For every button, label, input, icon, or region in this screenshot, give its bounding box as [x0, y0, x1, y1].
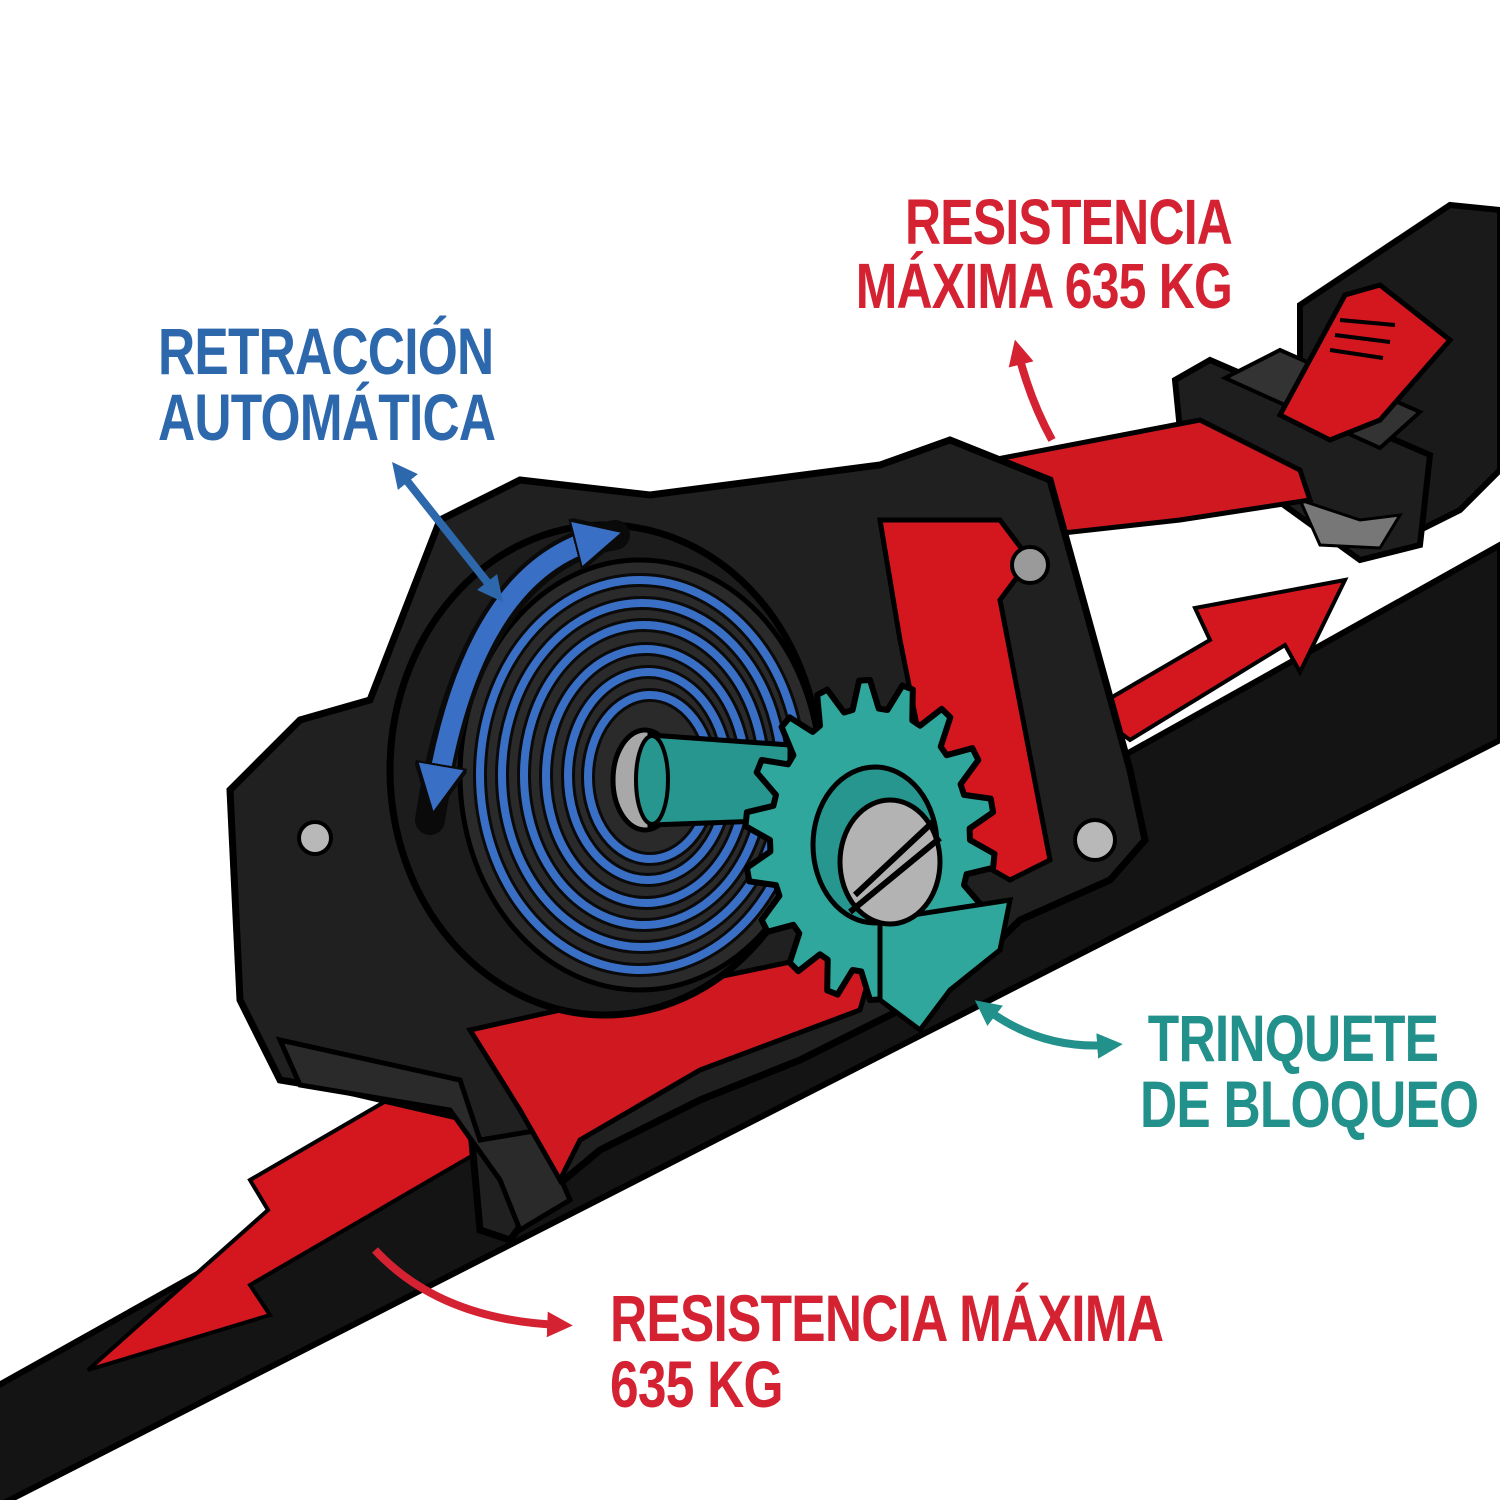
callout-arrow-icon — [1008, 339, 1056, 442]
retraction-label-line2: AUTOMÁTICA — [158, 380, 496, 454]
ratchet-label-line2: DE BLOQUEO — [1140, 1067, 1479, 1141]
callout-arrow-icon — [392, 461, 503, 603]
resistance-bottom-label-line1: RESISTENCIA MÁXIMA — [610, 1281, 1164, 1355]
resistance-bottom-label-line2: 635 KG — [610, 1347, 784, 1421]
resistance-top-label-line2: MÁXIMA 635 KG — [855, 250, 1233, 322]
strap-end-buckle — [1171, 201, 1500, 564]
resistance-top-label-line1: RESISTENCIA — [905, 186, 1233, 258]
callout-arrow-icon — [372, 1247, 573, 1338]
resistance-top-label: RESISTENCIA MÁXIMA 635 KG — [852, 186, 1233, 322]
retraction-label-line1: RETRACCIÓN — [158, 314, 494, 388]
bidirectional-rotation-arrow-icon — [437, 538, 600, 790]
resistance-bottom-label: RESISTENCIA MÁXIMA 635 KG — [610, 1281, 1164, 1421]
ratchet-label: TRINQUETE DE BLOQUEO — [1140, 1001, 1479, 1141]
callout-arrow-icon — [974, 1000, 1123, 1059]
retraction-label: RETRACCIÓN AUTOMÁTICA — [158, 314, 496, 454]
screw-icon — [837, 797, 943, 927]
ratchet-label-line1: TRINQUETE — [1147, 1001, 1439, 1075]
